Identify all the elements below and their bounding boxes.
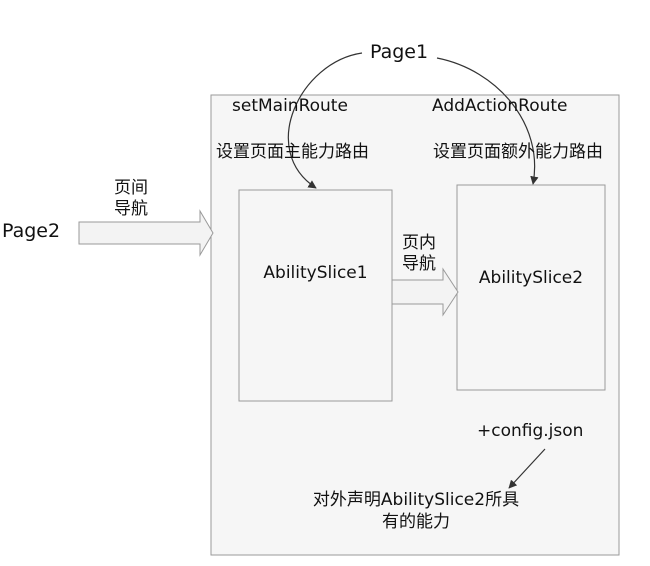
ability-slice-2-label: AbilitySlice2	[478, 268, 584, 288]
intra-page-nav-label-line2: 导航	[402, 254, 436, 274]
config-json-label: +config.json	[477, 421, 584, 441]
ability-slice-1-label: AbilitySlice1	[263, 263, 368, 283]
page2-label: Page2	[2, 220, 61, 242]
config-declaration-line2: 有的能力	[382, 512, 450, 532]
intra-page-nav-arrow	[391, 267, 459, 317]
inter-page-nav-arrow	[78, 209, 214, 257]
intra-page-nav-label-line1: 页内	[402, 233, 436, 253]
config-declaration-line1: 对外声明AbilitySlice2所具	[312, 490, 520, 510]
set-main-route-arrow	[287, 52, 363, 189]
inter-page-nav-label-line2: 导航	[114, 199, 148, 219]
add-action-route-description: 设置页面额外能力路由	[433, 142, 603, 162]
config-arrow	[508, 448, 546, 489]
set-main-route-description: 设置页面主能力路由	[216, 142, 369, 162]
ability-slice-1-box	[238, 189, 393, 402]
inter-page-nav-label-line1: 页间	[114, 178, 148, 198]
add-action-route-arrow	[436, 57, 539, 185]
add-action-route-label: AddActionRoute	[432, 96, 568, 116]
set-main-route-label: setMainRoute	[232, 96, 348, 116]
ability-slice-2-box	[456, 184, 606, 391]
page1-label: Page1	[370, 41, 429, 63]
